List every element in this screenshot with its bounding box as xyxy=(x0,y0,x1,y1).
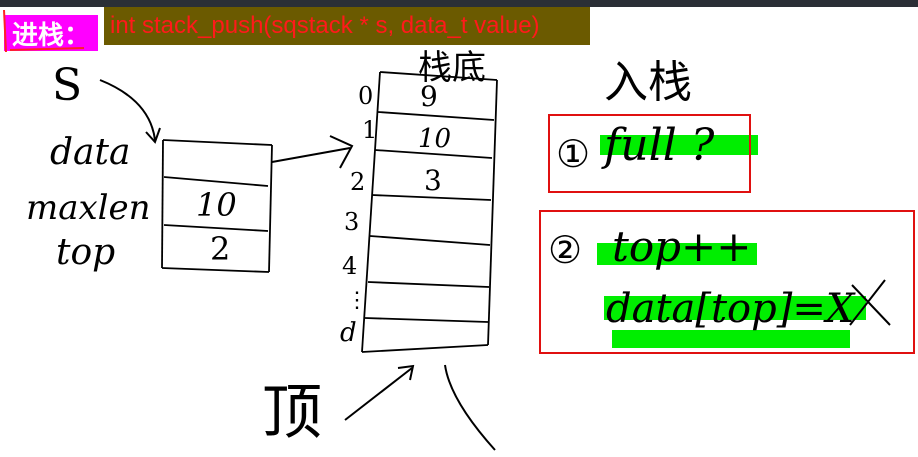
push-steps-title: 入栈 xyxy=(604,57,692,108)
data-pointer-arrow xyxy=(271,147,351,163)
stack-top-label: 顶 xyxy=(262,378,322,448)
stack-index-dots: ⋮ xyxy=(346,288,368,313)
stack-cell-2: 3 xyxy=(424,164,442,197)
stack-index-0: 0 xyxy=(358,82,374,110)
top-bar xyxy=(0,0,918,7)
stack-box xyxy=(361,71,498,353)
struct-var-name: S xyxy=(52,60,83,111)
field-data-label: data xyxy=(50,132,131,173)
stack-cell-0: 9 xyxy=(420,80,438,113)
step2-line2: data[top]=X xyxy=(606,286,855,332)
stack-index-3: 3 xyxy=(344,208,360,236)
highlight-top xyxy=(597,243,757,265)
step2-number: ② xyxy=(548,228,583,272)
stack-index-2: 2 xyxy=(350,168,366,196)
pointer-curve xyxy=(99,79,156,141)
highlight-data xyxy=(604,296,866,320)
step1-box xyxy=(548,114,751,193)
stack-cell-1: 10 xyxy=(418,124,452,154)
struct-box xyxy=(161,139,273,273)
step1-text: full ? xyxy=(604,120,715,171)
stack-index-d: d xyxy=(340,318,357,348)
step1-number: ① xyxy=(556,132,591,176)
step2-line1: top++ xyxy=(612,222,752,271)
stack-index-4: 4 xyxy=(342,252,358,280)
field-top-label: top xyxy=(56,232,116,273)
stack-index-1: 1 xyxy=(362,116,378,144)
field-maxlen-label: maxlen xyxy=(26,188,151,228)
push-label: 进栈： xyxy=(4,15,99,51)
stack-bottom-label: 栈底 xyxy=(418,48,486,88)
top-arrow xyxy=(344,367,413,421)
step2-box xyxy=(539,210,915,354)
highlight-full xyxy=(600,135,758,155)
maxlen-value: 10 xyxy=(196,186,237,224)
top-value: 2 xyxy=(210,230,231,268)
function-signature: int stack_push(sqstack * s, data_t value… xyxy=(104,7,590,45)
